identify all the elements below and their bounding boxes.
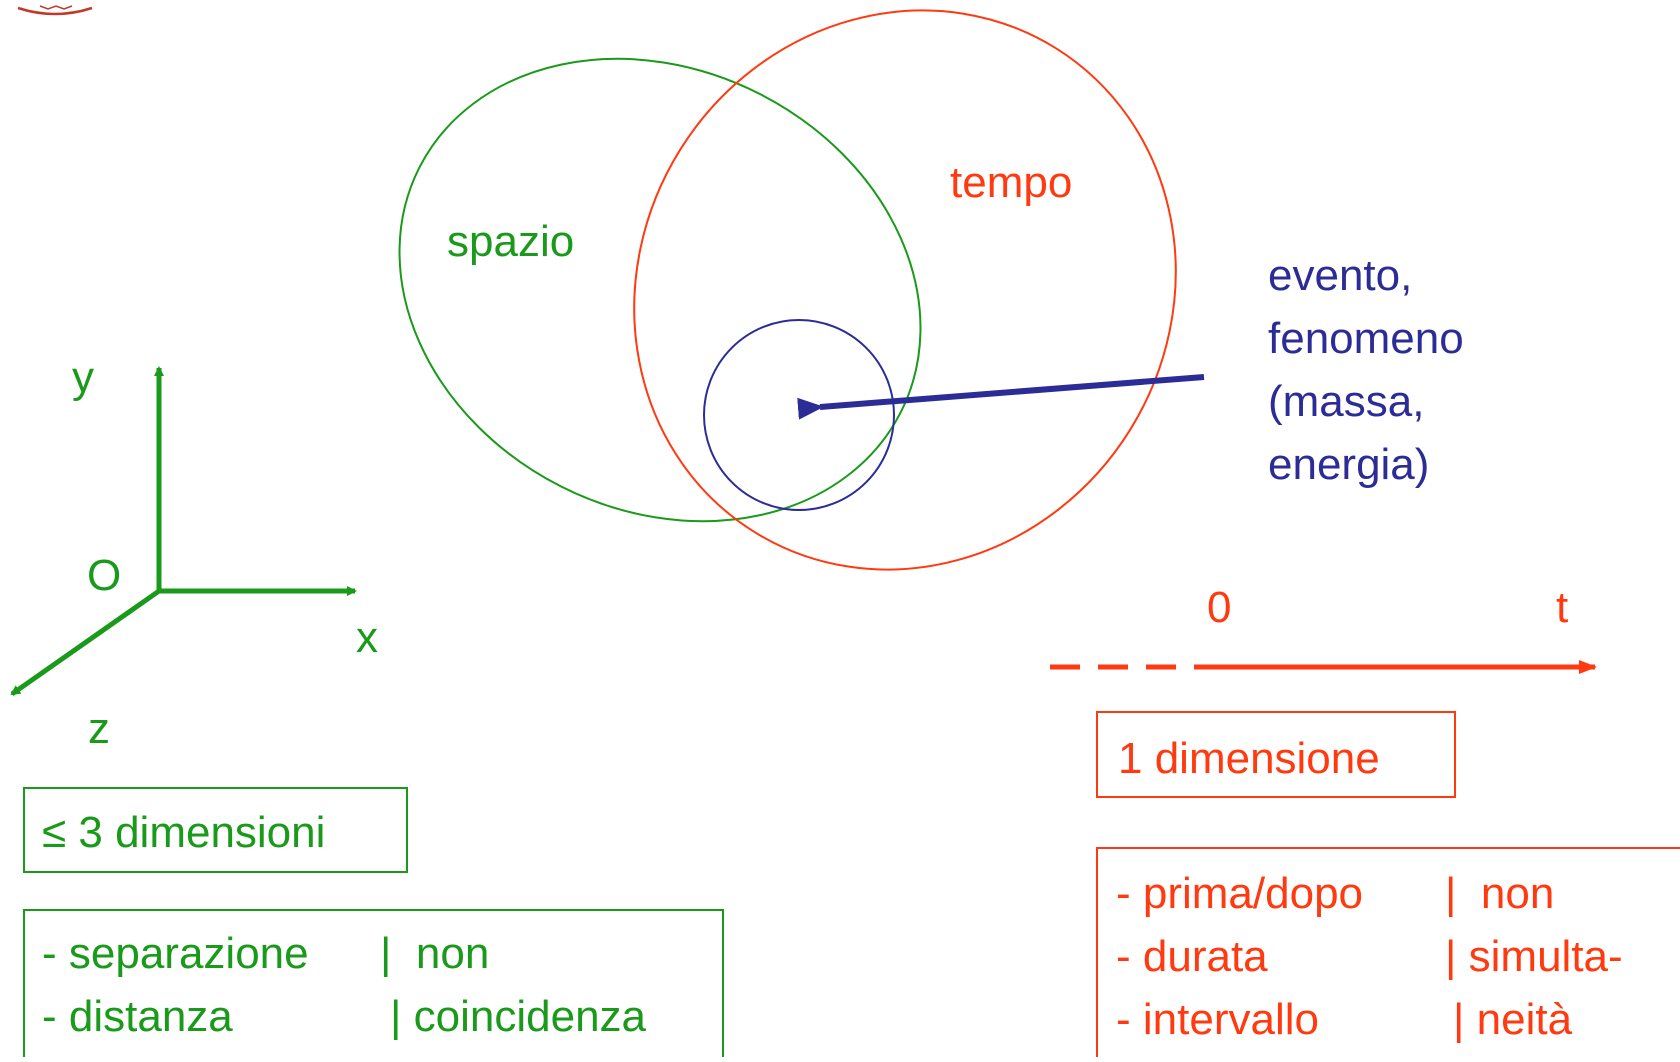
space-dimensions-text: ≤ 3 dimensioni — [42, 808, 325, 857]
time-dimensions-text: 1 dimensione — [1118, 734, 1380, 783]
z-axis-label: z — [88, 704, 110, 753]
time-dimensions-box — [1096, 711, 1456, 798]
time-property-left: - durata — [1116, 932, 1268, 981]
origin-label: O — [87, 551, 121, 600]
event-label-line: fenomeno — [1268, 314, 1464, 363]
time-properties-box — [1096, 847, 1680, 1062]
time-property-left: - intervallo — [1116, 995, 1319, 1044]
time-properties: - prima/dopo - durata - intervallo | non… — [1116, 869, 1623, 1044]
space-ellipse — [398, 57, 922, 523]
event-label-line: (massa, — [1268, 377, 1424, 426]
event-label-line: energia) — [1268, 440, 1429, 489]
time-property-right: | simulta- — [1445, 932, 1623, 981]
time-ellipse — [633, 9, 1177, 571]
space-axes — [10, 366, 357, 697]
event-circle — [703, 319, 895, 511]
time-zero-label: 0 — [1207, 583, 1231, 632]
space-property-right: | coincidenza — [390, 992, 647, 1041]
space-label: spazio — [447, 217, 574, 266]
event-label: evento, fenomeno (massa, energia) — [1268, 251, 1464, 489]
space-dimensions-box — [23, 787, 408, 873]
y-axis-label: y — [72, 353, 94, 402]
time-property-left: - prima/dopo — [1116, 869, 1363, 918]
event-arrow — [797, 374, 1205, 420]
space-property-left: - distanza — [42, 992, 233, 1041]
z-axis — [10, 588, 161, 697]
time-property-right: | neità — [1453, 995, 1573, 1044]
space-property-left: - separazione — [42, 929, 309, 978]
space-property-right: | non — [380, 929, 489, 978]
time-t-label: t — [1556, 583, 1568, 632]
logo-seal — [17, 5, 93, 16]
event-label-line: evento, — [1268, 251, 1412, 300]
time-label: tempo — [950, 158, 1072, 207]
time-property-right: | non — [1445, 869, 1554, 918]
space-properties: - separazione - distanza | non | coincid… — [42, 929, 647, 1041]
x-axis-label: x — [356, 613, 378, 662]
